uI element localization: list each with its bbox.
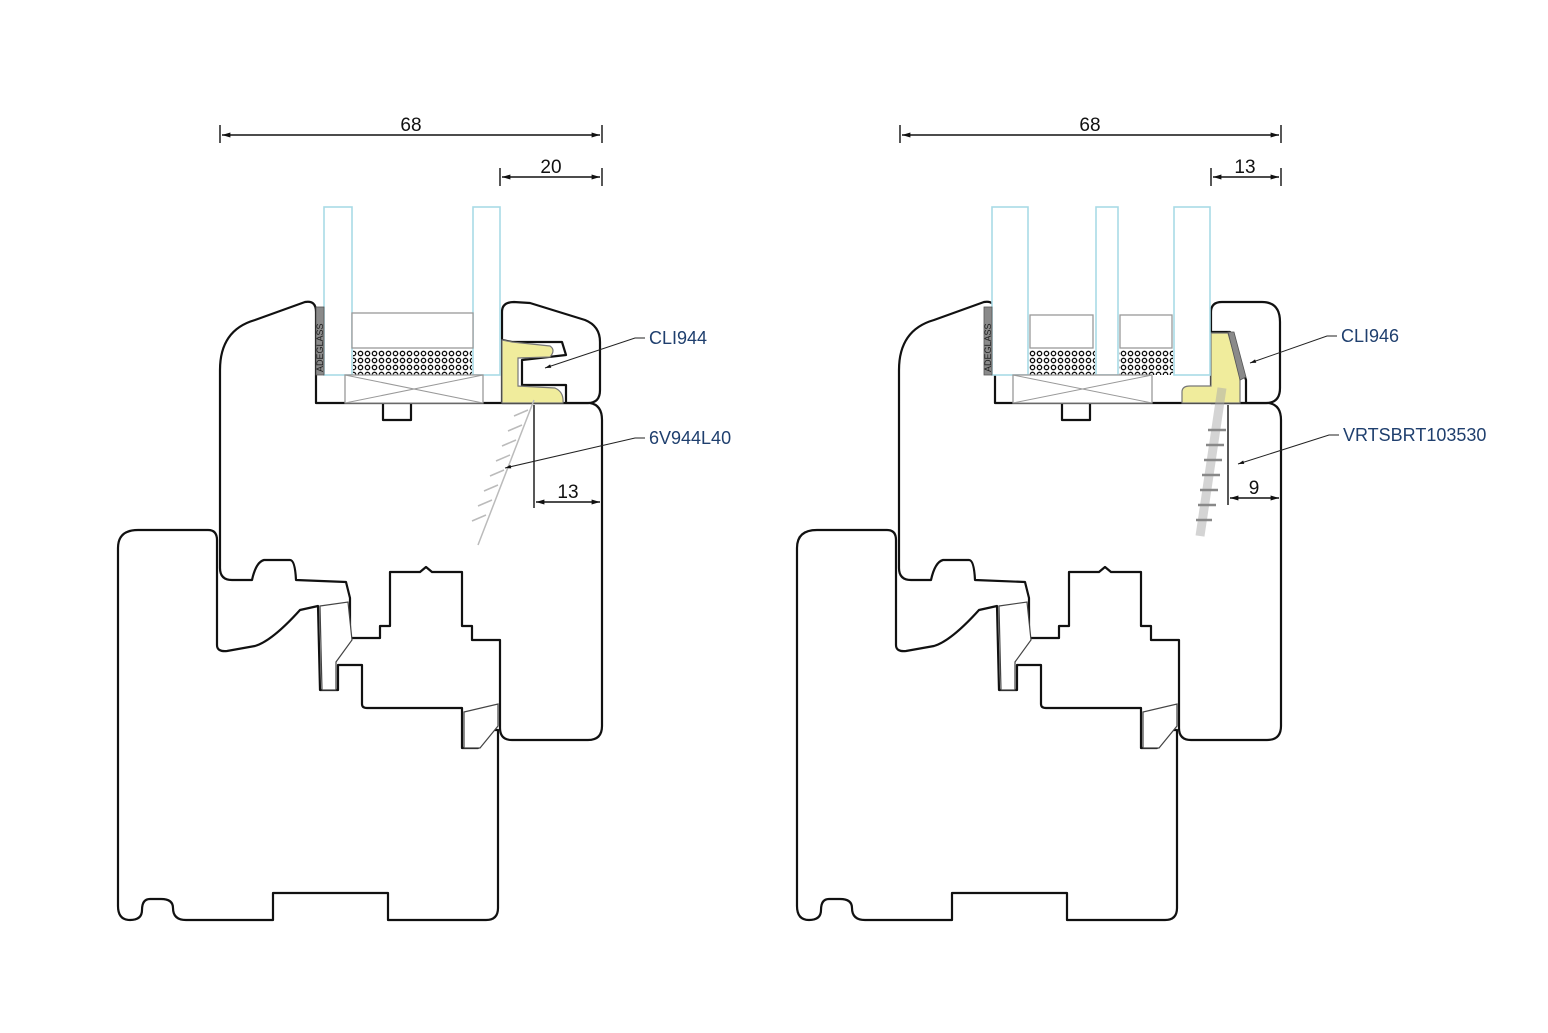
spacer-bar [351,312,474,349]
glazing-block-foot [1060,401,1092,422]
screw-label: 6V944L40 [649,428,731,448]
frame-profile [795,528,1179,922]
dimension-bead-value: 13 [1234,157,1255,178]
weatherstrip-gasket [463,703,499,749]
weatherstrip-gasket [998,601,1032,691]
tape-label: ADEGLASS [983,323,993,372]
dimension-bead-value: 20 [540,157,561,178]
clip-label: CLI944 [649,328,707,348]
frame-profile [116,528,500,922]
screw-icon [1195,387,1227,537]
glazing-clip [501,339,564,404]
weatherstrip-gasket [319,601,353,691]
dimension-overall-value: 68 [1079,115,1100,136]
glazing-clip [1181,332,1241,404]
dimension-screw-value: 13 [557,482,578,503]
setting-block-cross [1012,374,1153,404]
weatherstrip-gasket [1142,703,1178,749]
spacer-bar [1119,314,1173,349]
glass-pane [472,206,501,376]
glazing-tape [315,306,325,376]
desiccant [353,350,472,375]
clip-seal [1227,331,1247,381]
glazing-tape [983,306,993,376]
screw-icon [471,399,535,546]
desiccant [1119,350,1173,375]
glass-pane [991,206,1029,376]
setting-block-cross [344,374,484,404]
left-section: ADEGLASS 68 20 13 CLI944 6V944L40 [116,115,731,922]
tape-label: ADEGLASS [315,323,325,372]
glass-pane [1173,206,1211,376]
clip-label: CLI946 [1341,326,1399,346]
glazing-block-foot [381,401,413,422]
glass-pane [1095,206,1119,376]
dimension-screw-value: 9 [1249,478,1260,499]
right-section: ADEGLASS 68 13 9 CLI946 VRTSBRT103530 [795,115,1486,922]
spacer-bar [1029,314,1094,349]
dimension-overall-value: 68 [400,115,421,136]
sash-profile [218,300,604,742]
glass-pane [323,206,353,376]
screw-thread [1196,428,1226,522]
screw-label: VRTSBRT103530 [1343,425,1486,445]
desiccant [1029,350,1095,375]
